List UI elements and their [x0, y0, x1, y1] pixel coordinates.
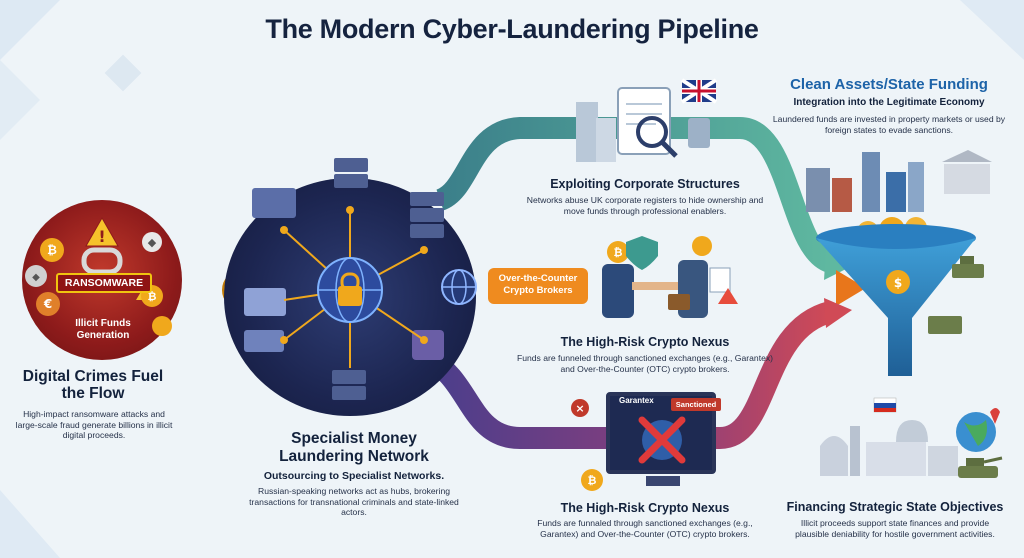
svg-text:◆: ◆ [32, 272, 40, 283]
building-icon [832, 178, 852, 212]
bitcoin-icon [40, 238, 64, 262]
ransomware-illustration: ! ! ₿ ◆ ◆ ₿ € [25, 216, 172, 336]
server-icon [334, 158, 368, 188]
server-icon [244, 330, 284, 352]
server-icon [332, 370, 366, 400]
corporate-illustration [576, 78, 718, 162]
magnifier-icon [636, 116, 668, 148]
server-icon [244, 288, 286, 316]
ethereum-icon [25, 265, 47, 287]
padlock-icon [81, 247, 123, 275]
ransomware-badge: RANSOMWARE [56, 273, 152, 293]
building-icon [596, 118, 616, 162]
building-icon [908, 162, 924, 212]
building-icon [576, 102, 598, 162]
svg-text:◆: ◆ [148, 236, 157, 249]
right-title: Clean Assets/State Funding [790, 76, 988, 93]
blocked-icon [638, 416, 686, 464]
otc-body: Funds are funneled through sanctioned ex… [516, 353, 774, 374]
warning-icon [85, 216, 119, 247]
exchange-heading: The High-Risk Crypto Nexus [560, 501, 730, 515]
bank-icon [942, 150, 992, 162]
bitcoin-icon [607, 241, 629, 263]
building-icon [886, 172, 906, 212]
network-illustration [244, 158, 444, 400]
capitol-icon [820, 436, 848, 476]
server-icon [410, 192, 444, 238]
close-icon [571, 399, 589, 417]
tower-icon [850, 426, 860, 476]
coin-icon [886, 270, 910, 294]
svg-text:×: × [575, 402, 584, 415]
briefcase-icon [668, 294, 690, 310]
corporate-heading: Exploiting Corporate Structures [550, 177, 740, 191]
building-icon [866, 442, 926, 476]
right-body: Laundered funds are invested in property… [772, 114, 1006, 135]
document-icon [709, 267, 731, 293]
svg-text:₿: ₿ [47, 243, 57, 257]
truck-icon [928, 316, 962, 334]
monitor-icon [252, 188, 296, 218]
svg-text:₿: ₿ [148, 290, 157, 303]
exchange-illustration: × ₿ [571, 399, 686, 491]
location-pin-icon [990, 408, 1000, 424]
svg-text:!: ! [98, 227, 105, 246]
page-title: The Modern Cyber-Laundering Pipeline [265, 14, 759, 44]
svg-text:$: $ [894, 276, 902, 290]
building-icon [928, 446, 958, 476]
euro-coin-icon [36, 292, 60, 316]
state-body: Illicit proceeds support state finances … [795, 518, 995, 539]
funnel-illustration: ₿ $ [806, 150, 992, 376]
exchange-name: Garantex [619, 396, 654, 405]
exchange-body: Funds are funnaled through sanctioned ex… [537, 518, 753, 539]
globe-icon [441, 269, 477, 305]
illicit-funds-label: Illicit Funds Generation [75, 318, 131, 341]
center-subheading: Outsourcing to Specialist Networks. [263, 470, 445, 482]
person-icon [602, 264, 634, 318]
warning-icon [718, 288, 738, 304]
ethereum-icon [142, 232, 162, 252]
handshake-illustration: ₿ [602, 236, 738, 318]
state-heading: Financing Strategic State Objectives [786, 500, 1004, 514]
otc-heading: The High-Risk Crypto Nexus [560, 335, 730, 349]
shield-icon [626, 236, 658, 270]
bitcoin-icon [692, 236, 712, 256]
right-subtitle: Integration into the Legitimate Economy [793, 97, 985, 108]
bitcoin-icon [581, 469, 603, 491]
left-body: High-impact ransomware attacks and large… [15, 409, 173, 440]
database-icon [688, 118, 710, 148]
tank-icon [952, 264, 984, 278]
building-icon [806, 168, 830, 212]
left-heading: Digital Crimes Fuel the Flow [22, 368, 164, 402]
otc-brokers-pill: Over-the-Counter Crypto Brokers [488, 268, 588, 304]
svg-text:₿: ₿ [614, 246, 623, 259]
sanctioned-tag: Sanctioned [671, 398, 721, 411]
corporate-body: Networks abuse UK corporate registers to… [526, 195, 764, 216]
svg-text:€: € [43, 297, 52, 311]
center-heading: Specialist Money Laundering Network [279, 430, 429, 465]
tank-icon [958, 466, 998, 478]
padlock-icon [338, 286, 362, 306]
center-body: Russian-speaking networks act as hubs, b… [249, 486, 459, 517]
building-icon [862, 152, 880, 212]
svg-text:₿: ₿ [588, 474, 597, 487]
state-illustration [820, 397, 1003, 478]
